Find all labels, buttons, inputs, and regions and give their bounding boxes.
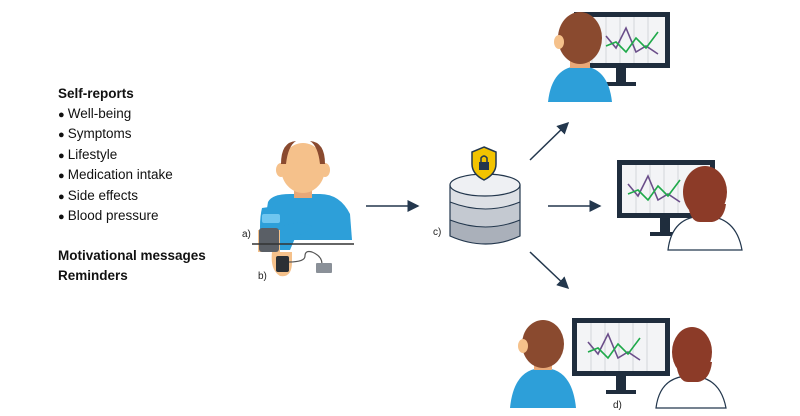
database-icon bbox=[449, 173, 521, 245]
patient-figure bbox=[252, 141, 354, 277]
self-report-item: ● Blood pressure bbox=[58, 208, 159, 225]
label-d: d) bbox=[613, 400, 622, 411]
bullet-icon: ● bbox=[58, 129, 68, 142]
arrow-to-shared-view bbox=[529, 251, 570, 290]
patient-monitor-view bbox=[548, 12, 670, 102]
reminders-label: Reminders bbox=[58, 268, 128, 283]
label-c: c) bbox=[433, 227, 442, 238]
arrow-to-patient-view bbox=[529, 121, 570, 161]
bp-cuff-icon bbox=[259, 228, 279, 252]
self-report-item: ● Well-being bbox=[58, 106, 131, 123]
clinician-monitor-view bbox=[617, 160, 743, 251]
shared-monitor-view bbox=[510, 318, 727, 409]
bullet-icon: ● bbox=[58, 170, 68, 183]
bullet-icon: ● bbox=[58, 149, 68, 162]
label-b: b) bbox=[258, 271, 267, 282]
self-report-item-label: Symptoms bbox=[67, 126, 132, 142]
motivational-messages-label: Motivational messages bbox=[58, 248, 206, 263]
self-report-item-label: Side effects bbox=[67, 187, 138, 203]
self-report-item-label: Medication intake bbox=[67, 167, 173, 183]
self-report-item-label: Lifestyle bbox=[67, 146, 118, 162]
bp-monitor-device-icon bbox=[276, 256, 289, 272]
self-report-item-label: Well-being bbox=[67, 106, 132, 121]
self-report-item: ● Symptoms bbox=[58, 126, 131, 143]
self-reports-title: Self-reports bbox=[58, 86, 134, 101]
bullet-icon: ● bbox=[58, 211, 68, 223]
label-a: a) bbox=[242, 229, 251, 240]
self-report-item: ● Lifestyle bbox=[58, 147, 117, 164]
self-report-item: ● Side effects bbox=[58, 188, 138, 205]
bullet-icon: ● bbox=[58, 190, 68, 203]
self-report-item: ● Medication intake bbox=[58, 167, 173, 184]
bullet-icon: ● bbox=[58, 109, 68, 121]
shield-lock-icon bbox=[471, 146, 497, 181]
self-report-item-label: Blood pressure bbox=[67, 208, 159, 223]
